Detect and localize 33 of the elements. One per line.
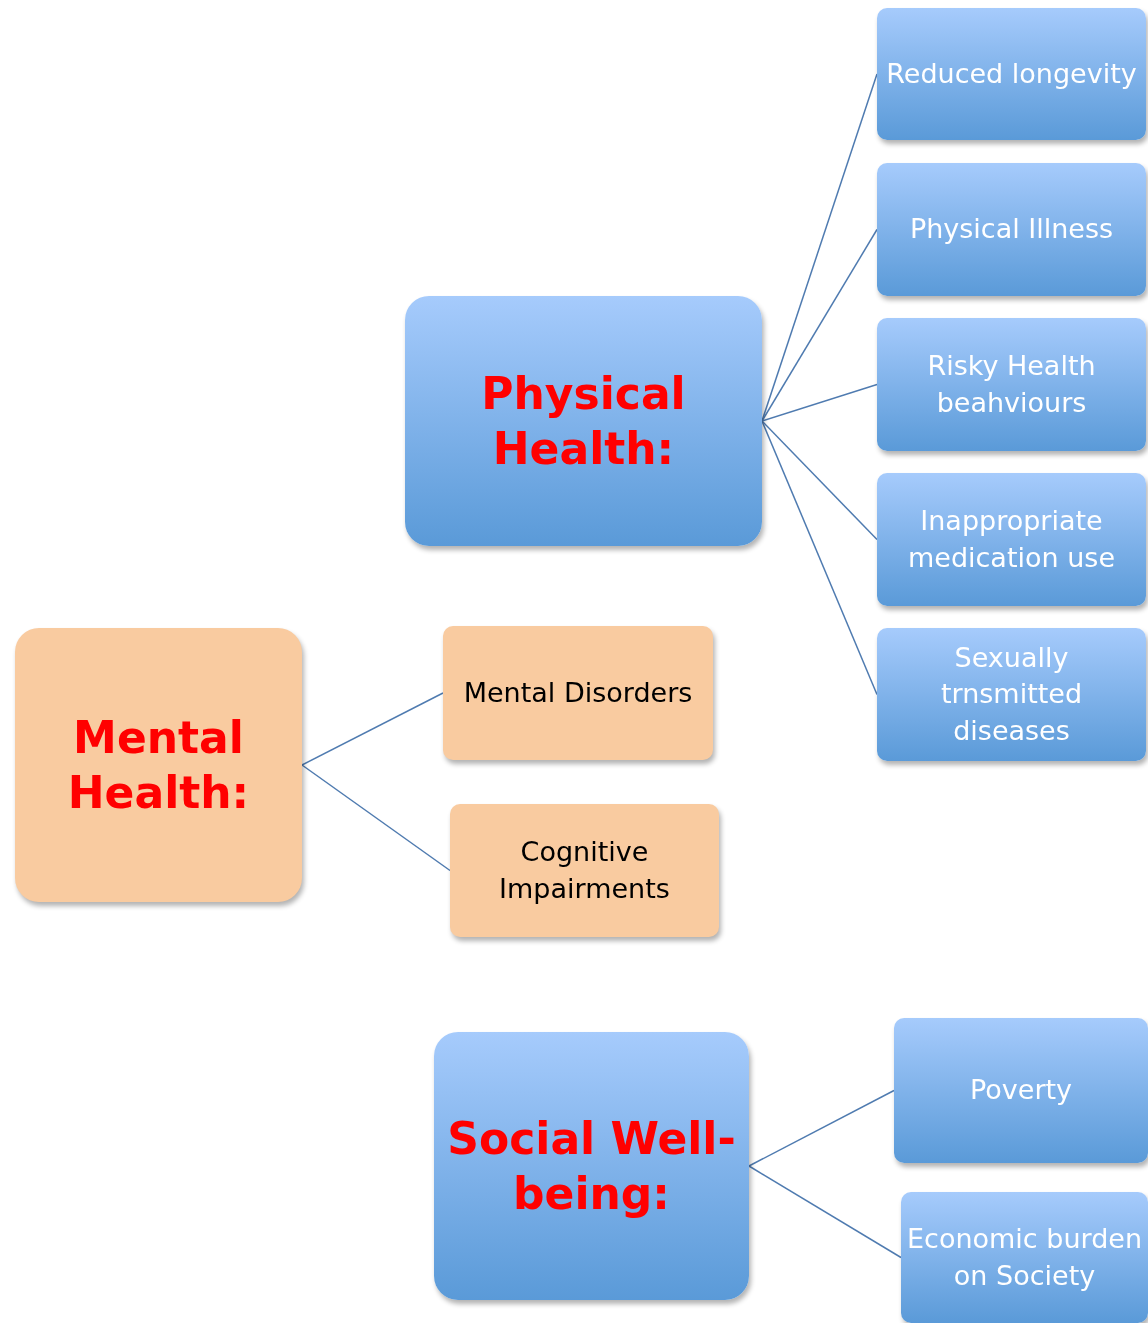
item-label: Physical Illness xyxy=(909,212,1114,247)
item-box xyxy=(877,473,1146,606)
item-label: Sexually trnsmitted diseases xyxy=(939,640,1084,748)
item-box xyxy=(443,626,713,760)
category-label: Social Well-being: xyxy=(446,1112,737,1221)
connector-line xyxy=(301,692,444,766)
item-label: Inappropriate medication use xyxy=(906,504,1116,575)
item-label: Cognitive Impairments xyxy=(498,835,671,906)
item-label: Reduced longevity xyxy=(886,56,1137,91)
item-label: Mental Disorders xyxy=(463,675,693,710)
connector-line xyxy=(748,1089,895,1167)
item-label: Risky Health beahviours xyxy=(926,349,1097,420)
connector-line xyxy=(748,1165,902,1259)
item-box xyxy=(877,163,1146,296)
connector-line xyxy=(761,73,878,422)
item-box xyxy=(877,318,1146,451)
item-box xyxy=(877,8,1146,140)
category-box xyxy=(405,296,762,546)
connector-line xyxy=(761,420,878,696)
item-box xyxy=(450,804,719,937)
item-label: Economic burden on Society xyxy=(906,1222,1143,1293)
item-box xyxy=(894,1018,1148,1163)
connector-line xyxy=(301,764,451,872)
item-box xyxy=(877,628,1146,761)
item-box xyxy=(901,1192,1148,1323)
connector-line xyxy=(761,228,878,422)
category-label: Physical Health: xyxy=(480,367,687,476)
category-box xyxy=(15,628,302,902)
category-label: Mental Health: xyxy=(66,711,251,820)
connector-line xyxy=(761,420,878,541)
item-label: Poverty xyxy=(969,1073,1073,1108)
category-box xyxy=(434,1032,749,1300)
connector-line xyxy=(761,383,878,422)
